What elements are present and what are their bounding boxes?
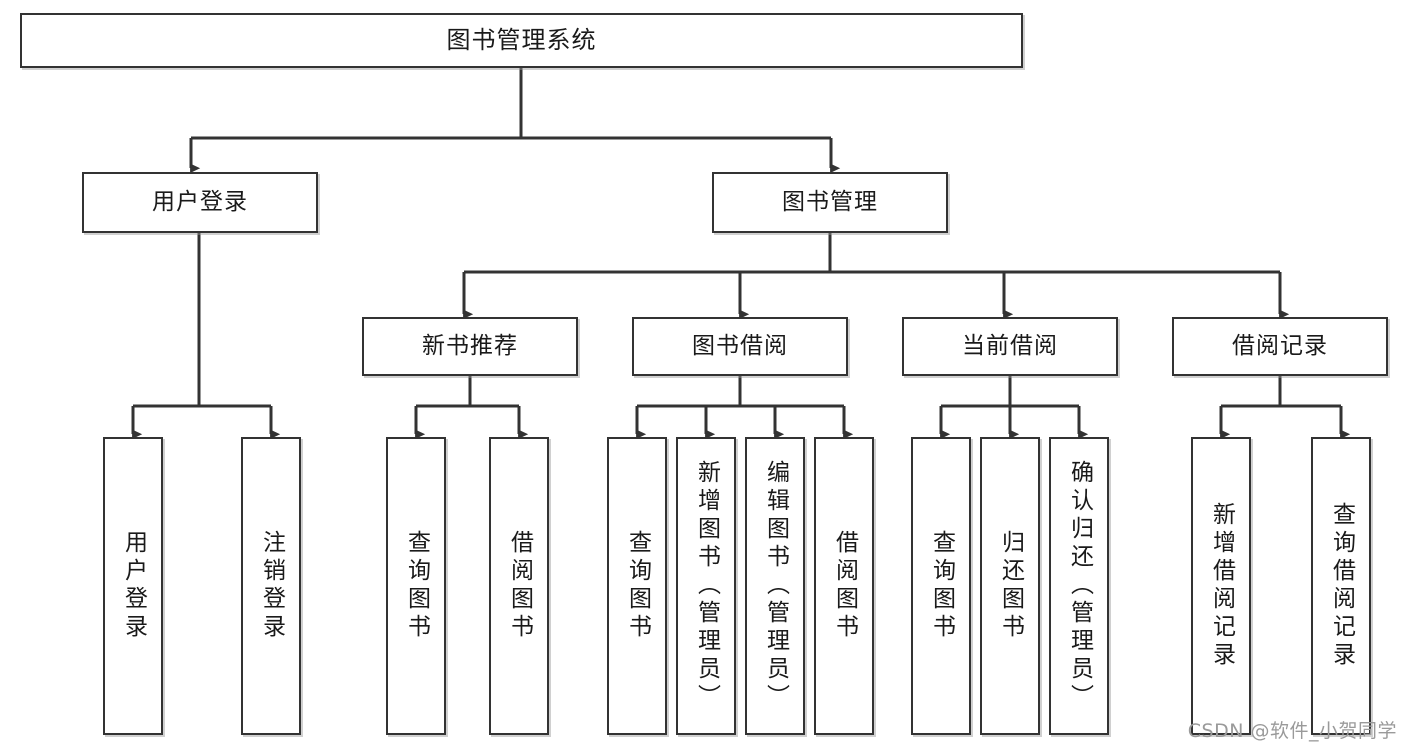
node-root[interactable]: 图书管理系统 xyxy=(20,13,1023,68)
node-book-manage[interactable]: 图书管理 xyxy=(712,172,948,233)
node-leaf-add-book[interactable]: 新增图书（管理员） xyxy=(676,437,736,735)
node-borrow-record-label: 借阅记录 xyxy=(1232,333,1328,360)
node-current-borrow-label: 当前借阅 xyxy=(962,333,1058,360)
node-leaf-query-book-3-label: 查询图书 xyxy=(928,530,955,642)
node-borrow-record[interactable]: 借阅记录 xyxy=(1172,317,1388,376)
node-leaf-borrow-book-2-label: 借阅图书 xyxy=(831,530,858,642)
node-leaf-borrow-book-1-label: 借阅图书 xyxy=(506,530,533,642)
node-current-borrow[interactable]: 当前借阅 xyxy=(902,317,1118,376)
node-leaf-borrow-book-2[interactable]: 借阅图书 xyxy=(814,437,874,735)
node-leaf-edit-book[interactable]: 编辑图书（管理员） xyxy=(745,437,805,735)
node-leaf-user-login[interactable]: 用户登录 xyxy=(103,437,163,735)
node-leaf-query-record-label: 查询借阅记录 xyxy=(1328,502,1355,670)
node-leaf-add-record-label: 新增借阅记录 xyxy=(1208,502,1235,670)
node-leaf-add-record[interactable]: 新增借阅记录 xyxy=(1191,437,1251,735)
node-user-login[interactable]: 用户登录 xyxy=(82,172,318,233)
node-book-manage-label: 图书管理 xyxy=(782,189,878,216)
node-leaf-query-book-2[interactable]: 查询图书 xyxy=(607,437,667,735)
node-new-book-rec-label: 新书推荐 xyxy=(422,333,518,360)
node-leaf-query-book-1-label: 查询图书 xyxy=(403,530,430,642)
node-book-borrow[interactable]: 图书借阅 xyxy=(632,317,848,376)
node-leaf-return-book-label: 归还图书 xyxy=(997,530,1024,642)
node-leaf-edit-book-label: 编辑图书（管理员） xyxy=(762,460,789,712)
node-leaf-return-book[interactable]: 归还图书 xyxy=(980,437,1040,735)
node-leaf-user-logout-label: 注销登录 xyxy=(258,530,285,642)
node-leaf-query-record[interactable]: 查询借阅记录 xyxy=(1311,437,1371,735)
node-book-borrow-label: 图书借阅 xyxy=(692,333,788,360)
node-leaf-query-book-2-label: 查询图书 xyxy=(624,530,651,642)
node-leaf-user-login-label: 用户登录 xyxy=(120,530,147,642)
node-leaf-borrow-book-1[interactable]: 借阅图书 xyxy=(489,437,549,735)
node-leaf-confirm-return-label: 确认归还（管理员） xyxy=(1066,460,1093,712)
watermark-text: CSDN @软件_小贺同学 xyxy=(1187,720,1397,742)
node-leaf-query-book-3[interactable]: 查询图书 xyxy=(911,437,971,735)
node-leaf-add-book-label: 新增图书（管理员） xyxy=(693,460,720,712)
node-leaf-user-logout[interactable]: 注销登录 xyxy=(241,437,301,735)
node-leaf-query-book-1[interactable]: 查询图书 xyxy=(386,437,446,735)
node-leaf-confirm-return[interactable]: 确认归还（管理员） xyxy=(1049,437,1109,735)
node-root-label: 图书管理系统 xyxy=(446,25,597,54)
node-user-login-label: 用户登录 xyxy=(152,189,248,216)
node-new-book-rec[interactable]: 新书推荐 xyxy=(362,317,578,376)
